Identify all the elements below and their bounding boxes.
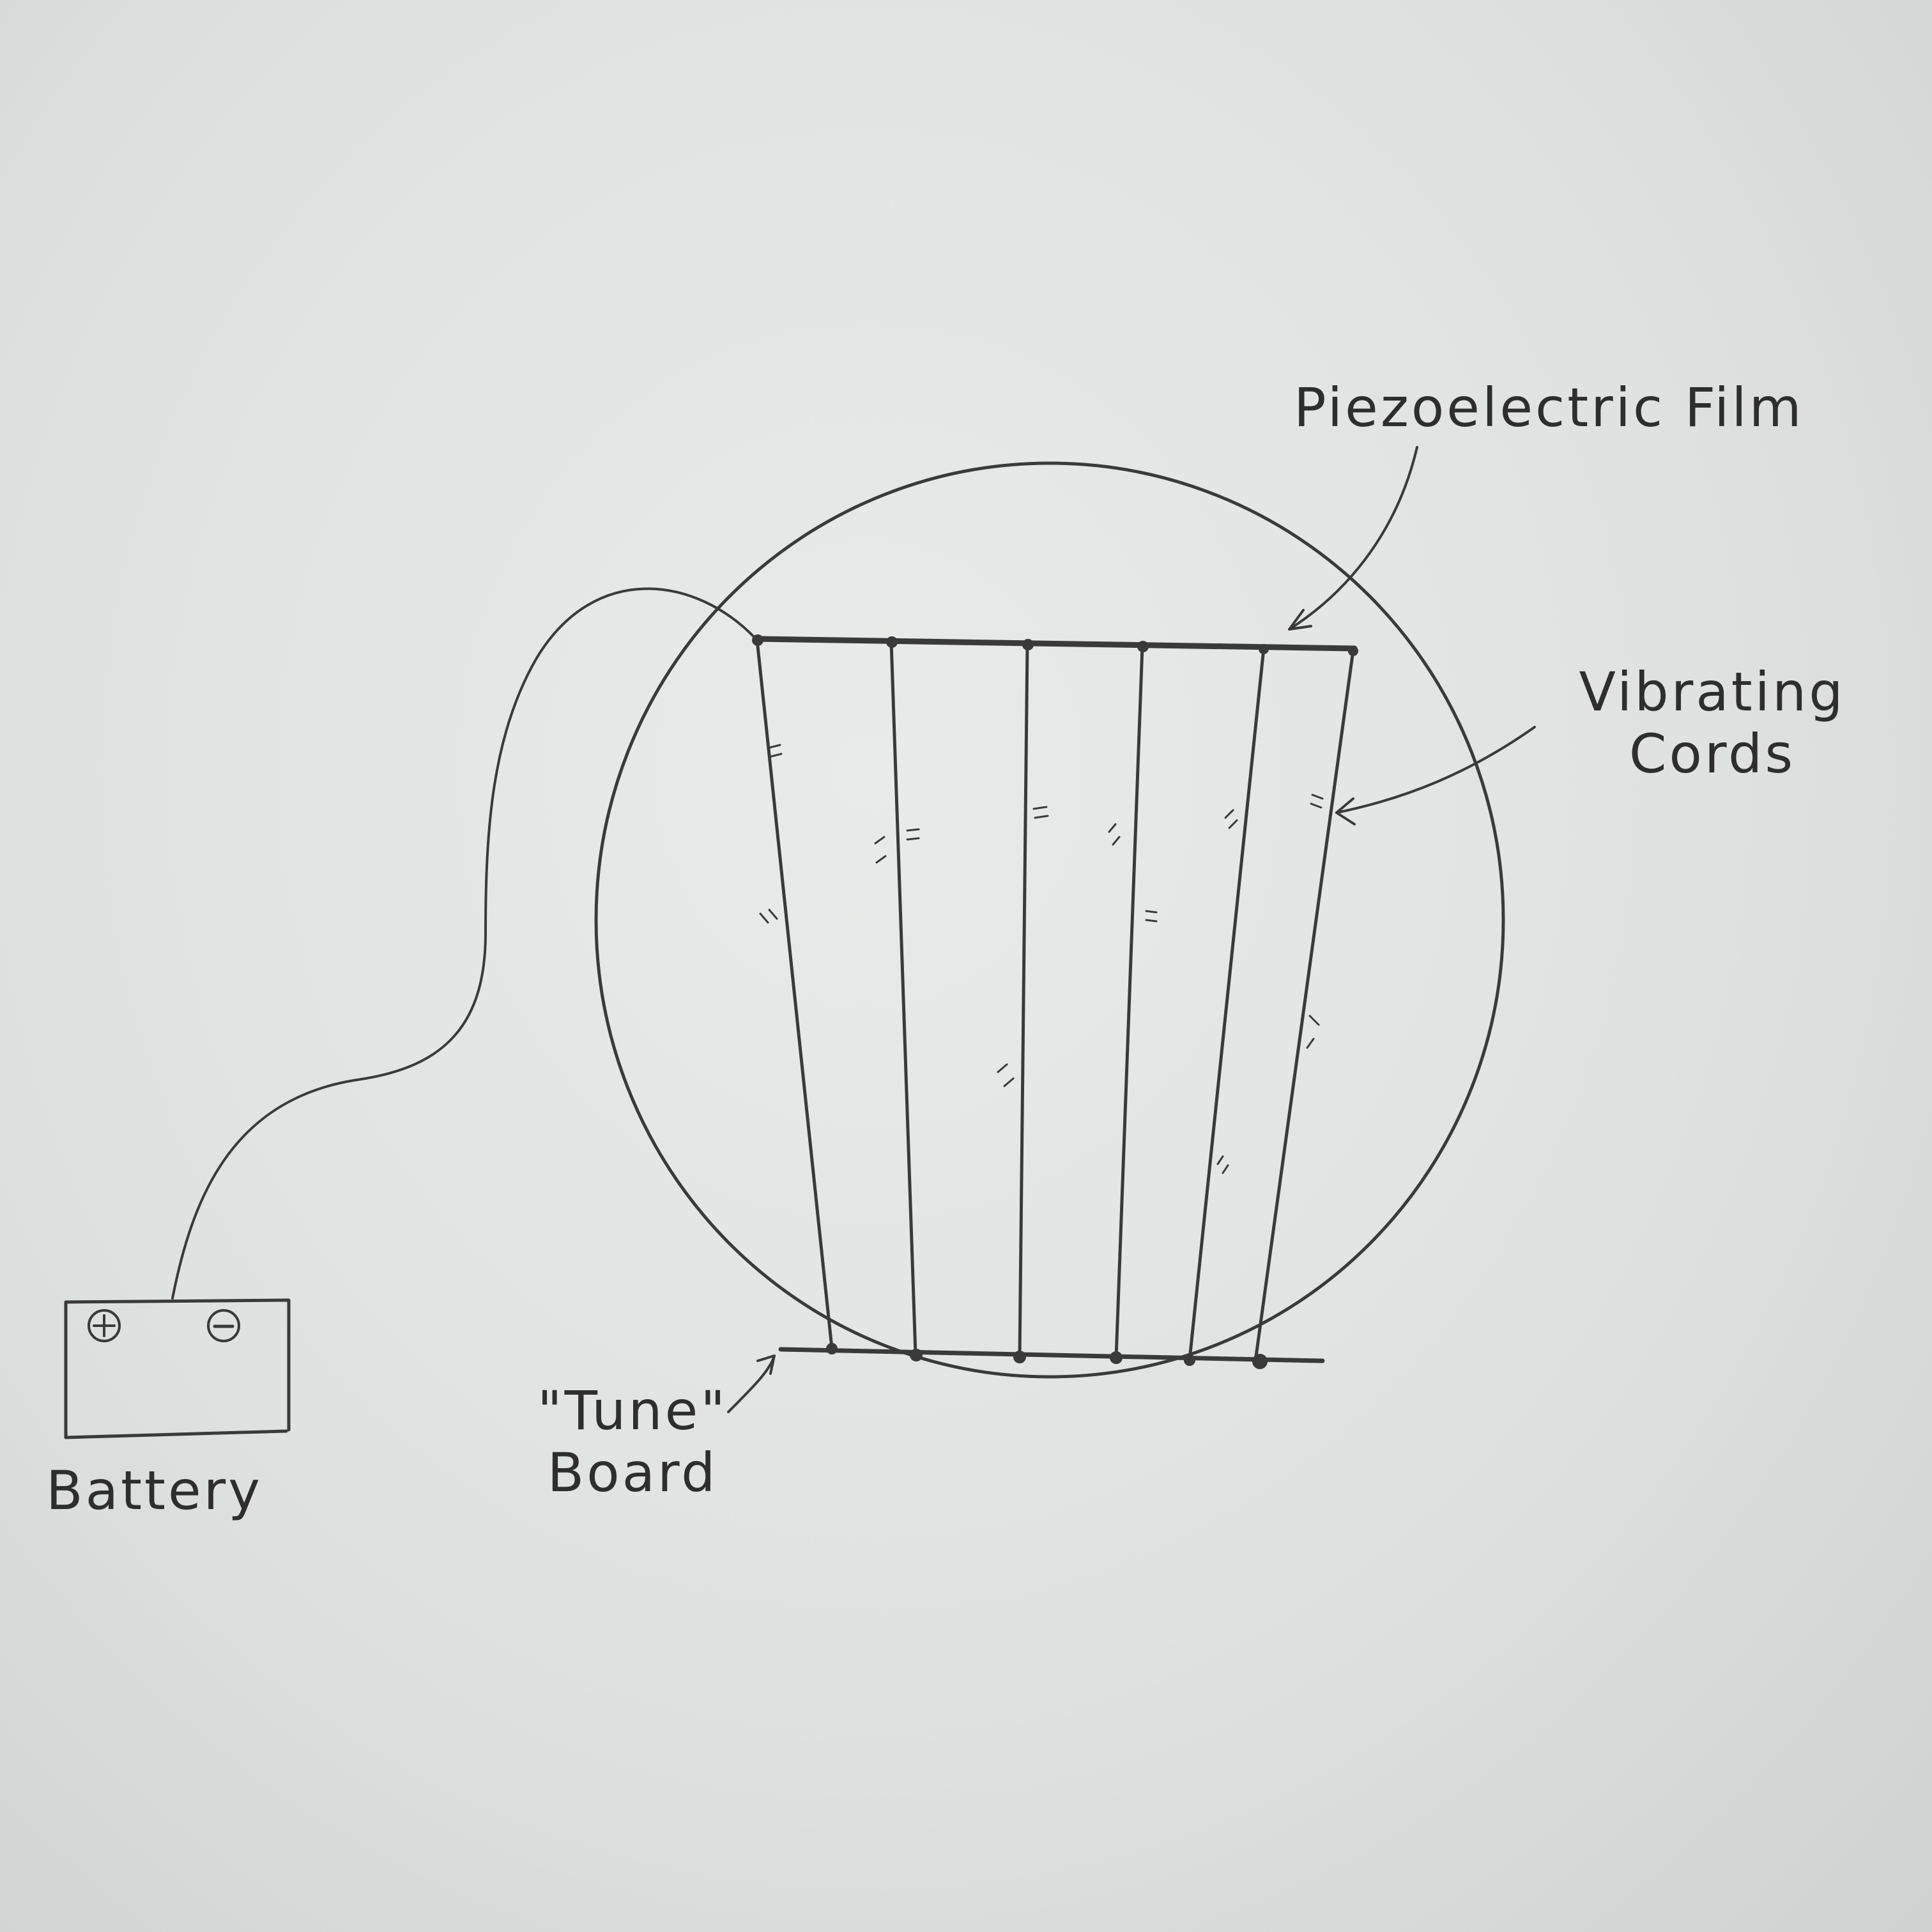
label-vibrating-cords: Vibrating Cords	[1546, 661, 1878, 785]
label-battery: Battery	[46, 1459, 263, 1522]
cord-1	[755, 638, 834, 1350]
cord-3	[1018, 642, 1029, 1358]
positive-terminal-icon	[88, 1309, 121, 1342]
vibration-marks	[759, 744, 1324, 1174]
piezo-arrow	[1288, 446, 1418, 631]
attachment-dots	[752, 634, 1358, 1369]
cords-arrow	[1335, 726, 1536, 825]
tune-board-bar	[778, 1347, 1325, 1363]
battery-box	[64, 1298, 291, 1439]
tune-arrow	[727, 1354, 776, 1413]
piezoelectric-film-bar	[754, 636, 1358, 652]
connecting-wire	[171, 587, 758, 1300]
cord-5	[1188, 647, 1266, 1361]
label-tune-line1: "Tune"	[537, 1379, 728, 1442]
label-vibrating-line1: Vibrating	[1579, 661, 1846, 723]
battery	[64, 1298, 291, 1439]
cord-4	[1114, 645, 1144, 1360]
cord-6	[1254, 648, 1355, 1363]
label-tune-board: "Tune" Board	[505, 1380, 760, 1503]
label-tune-line2: Board	[547, 1441, 718, 1504]
enclosure-circle	[594, 461, 1505, 1379]
vibrating-cords	[755, 638, 1355, 1363]
cord-2	[889, 640, 917, 1356]
label-piezoelectric-film: Piezoelectric Film	[1294, 376, 1804, 439]
negative-terminal-icon	[207, 1309, 240, 1342]
label-vibrating-line2: Cords	[1629, 722, 1796, 785]
